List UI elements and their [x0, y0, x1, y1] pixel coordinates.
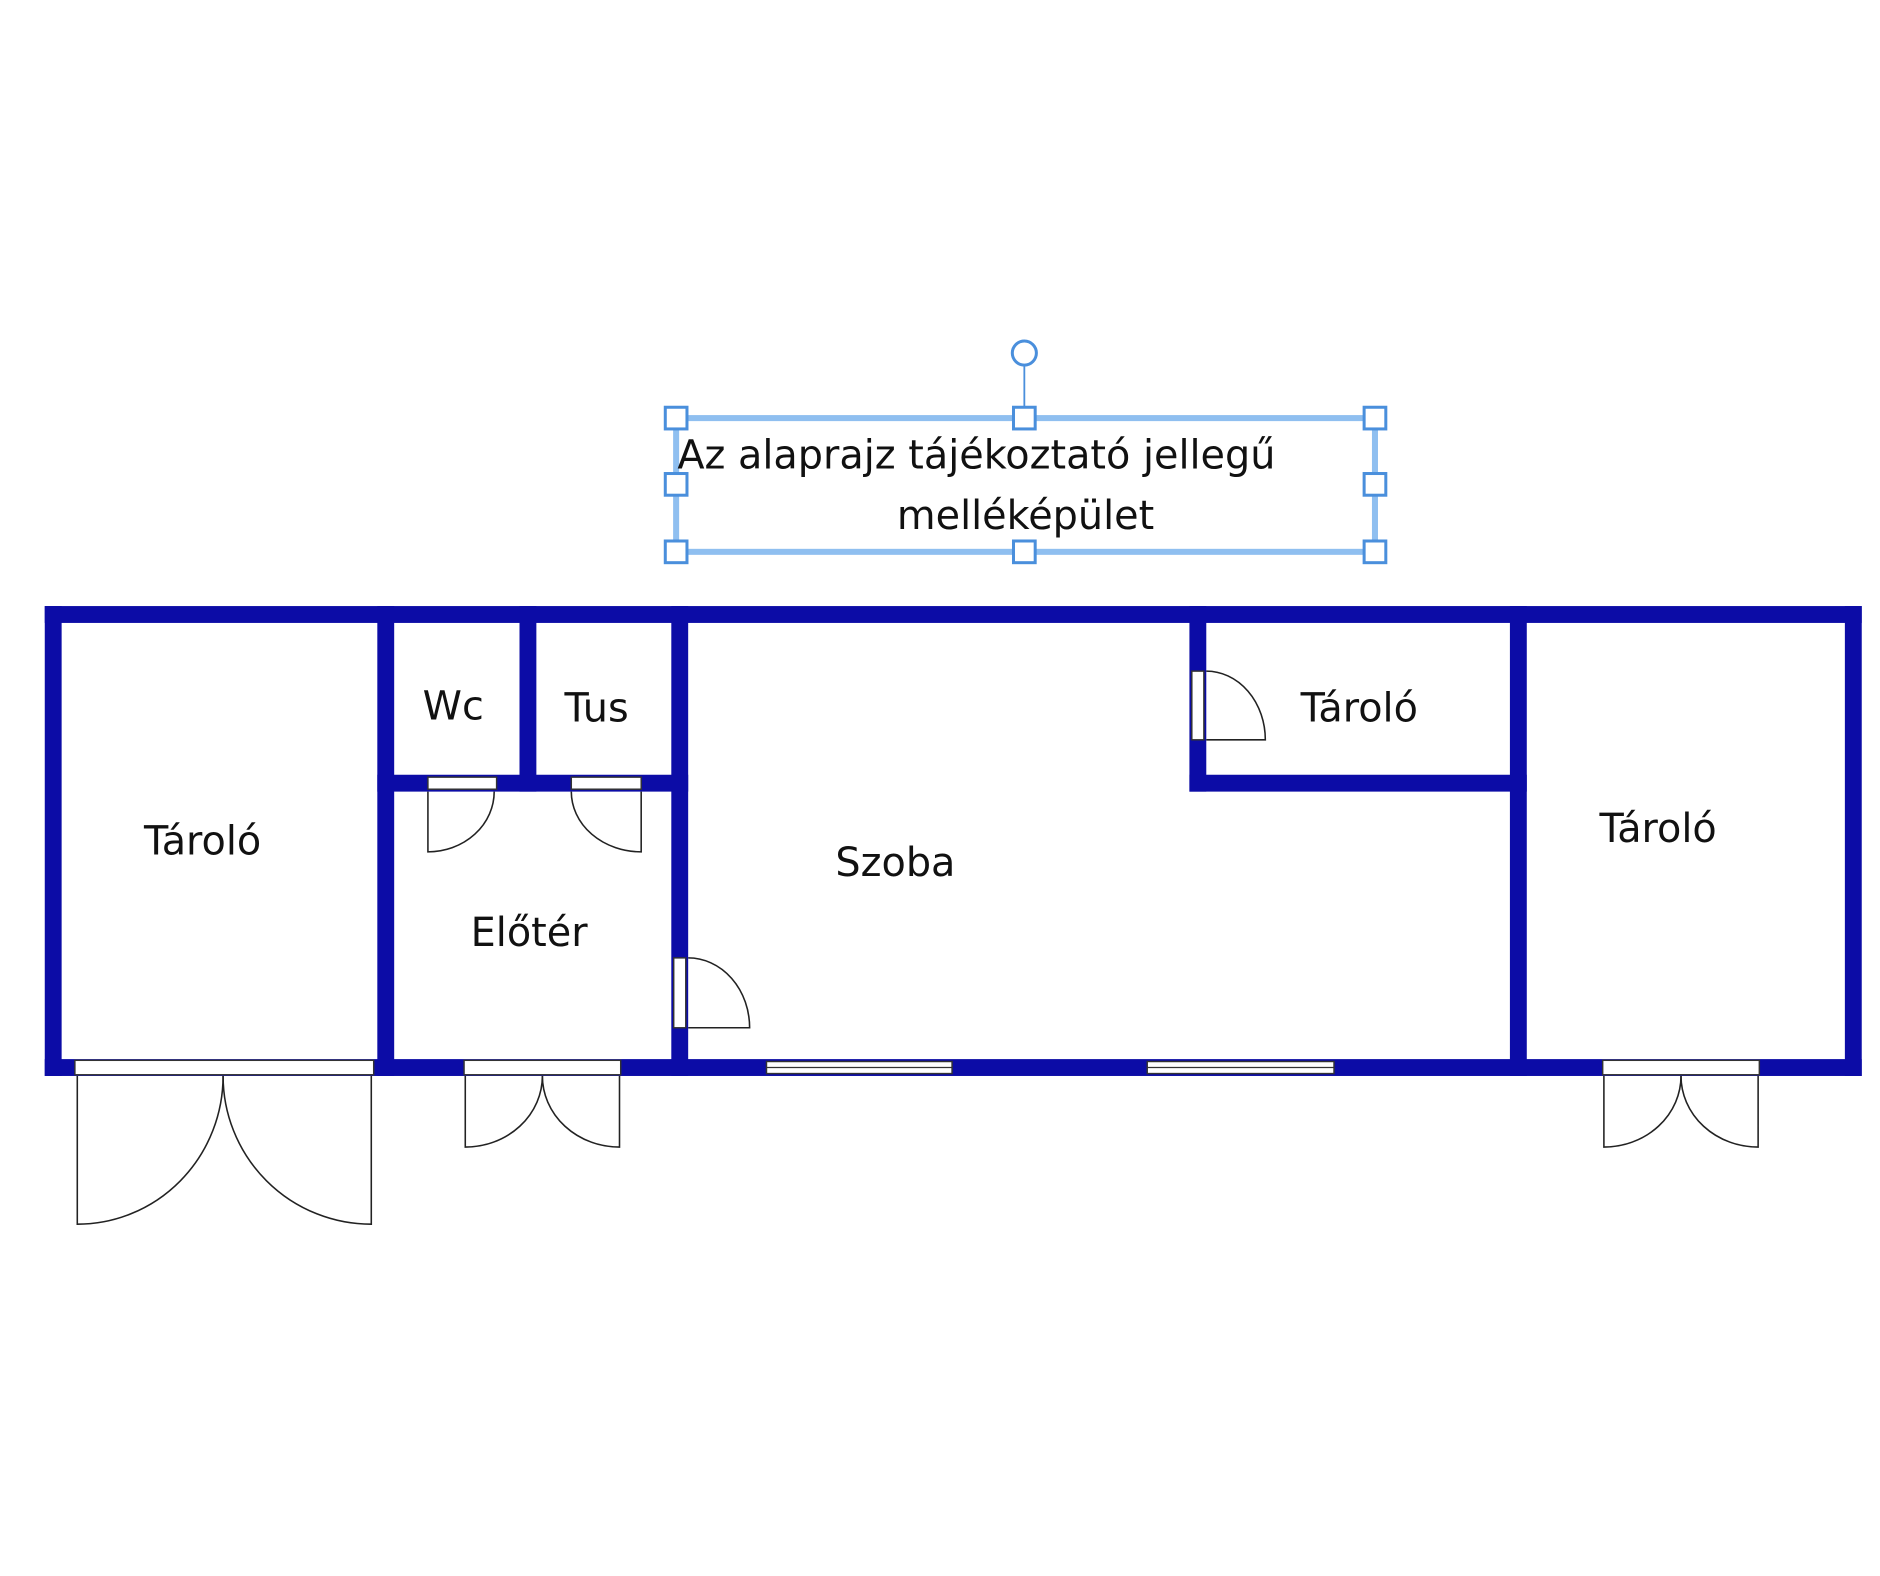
door-opening-hall	[463, 1059, 622, 1076]
outer-wall-top	[44, 606, 1862, 623]
door-swing-room	[688, 957, 751, 1029]
door-opening-right-storage	[1601, 1059, 1761, 1076]
selected-text-box[interactable]: Az alaprajz tájékoztató jellegű mellékép…	[663, 339, 1388, 565]
resize-handle-sw[interactable]	[663, 539, 689, 565]
room-label-small-storage: Tároló	[1300, 686, 1418, 732]
resize-handle-s[interactable]	[1011, 539, 1037, 565]
door-opening-shower	[570, 776, 642, 790]
openings	[74, 670, 1761, 1076]
room-label-right-storage: Tároló	[1599, 806, 1717, 852]
annotation-line-2[interactable]: melléképület	[897, 493, 1154, 539]
door-opening-room	[672, 957, 687, 1029]
door-swing-hall-a	[464, 1075, 544, 1148]
door-swing-wc	[427, 791, 495, 853]
door-opening-wc	[427, 776, 498, 790]
door-swings	[76, 670, 1759, 1225]
room-label-shower: Tus	[564, 686, 629, 732]
door-opening-left-storage	[74, 1059, 375, 1076]
door-swing-left-storage-b	[222, 1075, 373, 1225]
room-label-wc: Wc	[423, 683, 484, 729]
resize-handle-n[interactable]	[1011, 405, 1037, 431]
wall-storage-wc	[377, 606, 395, 1076]
resize-handle-w[interactable]	[663, 472, 689, 497]
door-swing-right-storage-b	[1680, 1075, 1759, 1148]
outer-wall-left	[44, 606, 62, 1076]
resize-handle-nw[interactable]	[663, 405, 689, 431]
door-swing-right-storage-a	[1603, 1075, 1682, 1148]
rotation-handle[interactable]	[1010, 339, 1038, 367]
wall-wc-shower	[519, 606, 537, 792]
door-swing-small-storage	[1206, 670, 1267, 741]
room-label-hall: Előtér	[471, 910, 589, 956]
resize-handle-se[interactable]	[1362, 539, 1388, 565]
door-swing-shower	[570, 791, 642, 853]
resize-handle-e[interactable]	[1362, 472, 1388, 497]
door-swing-left-storage-a	[76, 1075, 224, 1225]
outer-wall-right	[1844, 606, 1862, 1076]
room-label-room: Szoba	[835, 840, 955, 886]
annotation-line-1[interactable]: Az alaprajz tájékoztató jellegű	[677, 433, 1275, 479]
door-opening-small-storage	[1191, 670, 1205, 741]
room-label-left-storage: Tároló	[143, 818, 261, 864]
resize-handle-ne[interactable]	[1362, 405, 1388, 431]
wall-room-right-storage	[1509, 606, 1527, 1076]
door-swing-hall-b	[541, 1075, 621, 1148]
wall-small-storage-h	[1189, 774, 1527, 792]
